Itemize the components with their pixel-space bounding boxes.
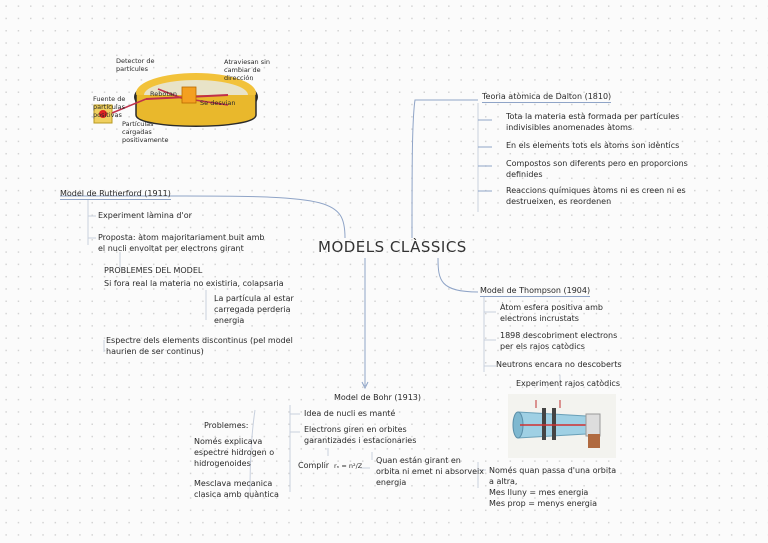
- dalton-item-1[interactable]: Tota la materia està formada per partícu…: [506, 112, 680, 132]
- cathode-ray-image: [508, 394, 616, 458]
- rutherford-problem-2[interactable]: Espectre dels elements discontinus (pel …: [106, 336, 293, 356]
- bohr-formula: rₙ = n²/Z: [334, 462, 363, 470]
- label-desvian: Se desvian: [200, 99, 236, 107]
- connector-rutherford: [60, 195, 346, 239]
- rutherford-heading[interactable]: Model de Rutherford (1911): [60, 189, 171, 200]
- dalton-heading[interactable]: Teoria atòmica de Dalton (1810): [482, 92, 612, 103]
- thompson-heading[interactable]: Model de Thompson (1904): [480, 286, 591, 297]
- bohr-item-1[interactable]: Idea de nucli es manté: [304, 409, 396, 418]
- rutherford-problems-heading[interactable]: PROBLEMES DEL MODEL: [104, 266, 203, 275]
- central-topic[interactable]: MODELS CLÀSSICS: [318, 238, 467, 256]
- dalton-item-3[interactable]: Compostos son diferents pero en proporci…: [506, 159, 688, 179]
- connector-thompson: [437, 257, 479, 293]
- bohr-heading[interactable]: Model de Bohr (1913): [334, 393, 421, 402]
- dalton-item-4[interactable]: Reaccions químiques àtoms ni es creen ni…: [506, 186, 686, 206]
- bohr-problems-heading[interactable]: Problemes:: [204, 421, 249, 430]
- label-rebote: Rebotan: [150, 90, 177, 98]
- thompson-experiment-caption[interactable]: Experiment rajos catòdics: [516, 379, 620, 388]
- rutherford-experiment-image: [93, 73, 258, 127]
- bohr-complir[interactable]: Complir: [298, 461, 330, 470]
- rutherford-problem-1[interactable]: Si fora real la materia no existiria, co…: [104, 279, 284, 288]
- connector-dalton: [411, 99, 478, 239]
- rutherford-experiment[interactable]: Experiment làmina d'or: [98, 211, 192, 220]
- thompson-item-3[interactable]: Neutrons encara no descoberts: [496, 360, 622, 369]
- dalton-item-2[interactable]: En els elements tots els àtoms son idènt…: [506, 141, 680, 150]
